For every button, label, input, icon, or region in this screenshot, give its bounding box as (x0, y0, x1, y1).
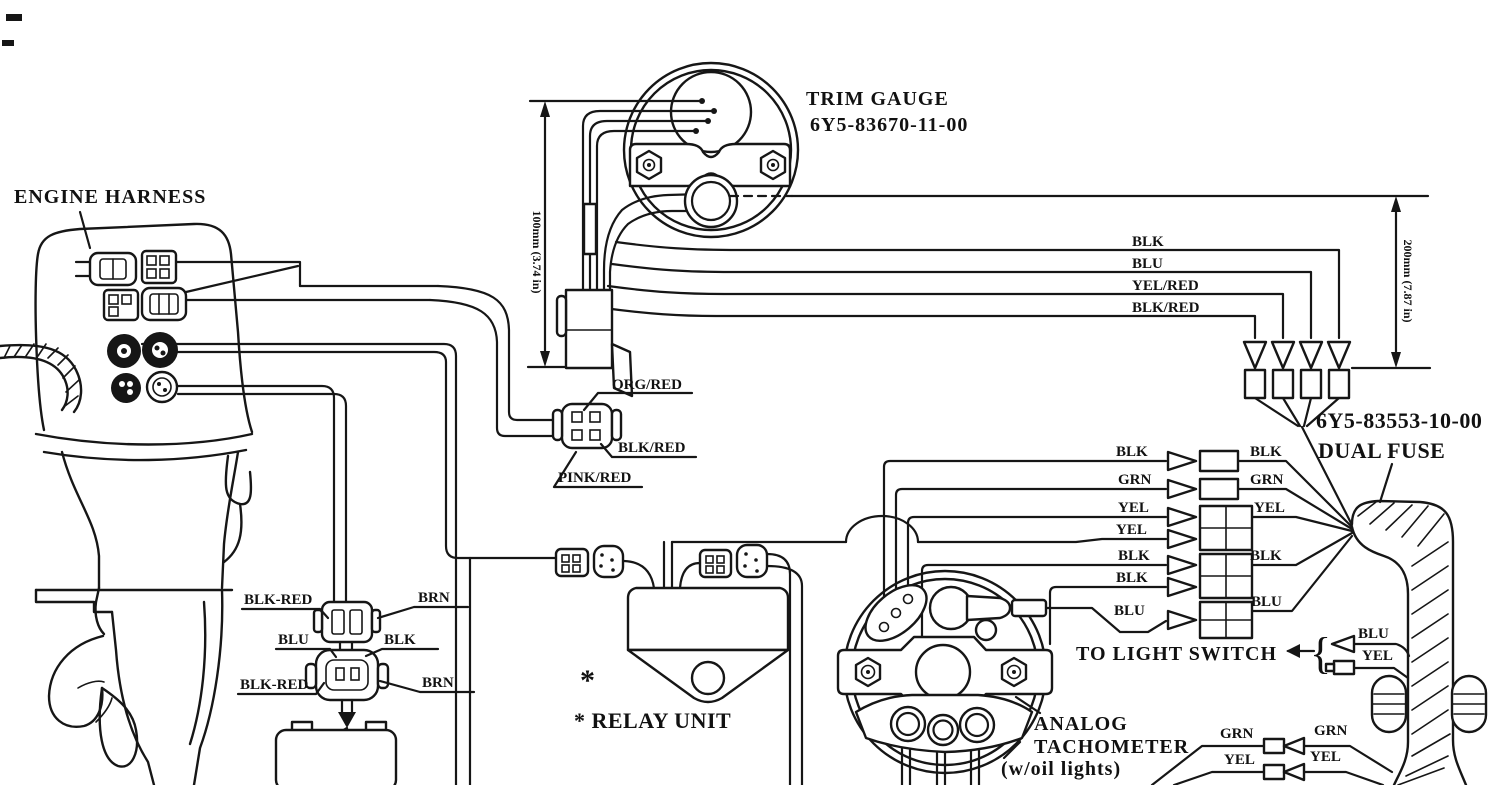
sender-blk: BLK (384, 632, 416, 648)
sender-blk-red-2: BLK-RED (240, 677, 309, 693)
trim-gauge-part-number: 6Y5-83670-11-00 (810, 114, 968, 136)
wire-label-org-red: ORG/RED (612, 377, 682, 393)
bottom-right-connectors (1262, 736, 1306, 782)
sender-blk-red-1: BLK-RED (244, 592, 313, 608)
battery-cable-tube (1350, 499, 1488, 785)
engine-harness-leader (78, 210, 92, 250)
relay-connector-c (698, 548, 733, 579)
bullet-connectors (1242, 340, 1352, 400)
dimension-200mm-label: 200mm (7.87 in) (1401, 240, 1415, 323)
wire-label-blk: BLK (1132, 234, 1164, 250)
trim-gauge-label: TRIM GAUGE (806, 88, 949, 110)
relay-connector-d (735, 543, 769, 579)
dual-fuse-leader (1378, 462, 1394, 504)
bottom-yel-right: YEL (1310, 749, 1341, 765)
inline-connector-sleeve (582, 202, 598, 256)
outboard-motor-outline (34, 222, 254, 785)
trim-gauge (622, 61, 800, 239)
light-switch-callout (1286, 634, 1356, 676)
wire-label-blu: BLU (1132, 256, 1163, 272)
relay-connector-b (592, 544, 625, 579)
relay-connector-a (554, 547, 590, 578)
analog-tachometer (836, 569, 1054, 775)
fuse-right-grn: GRN (1250, 472, 1284, 488)
bottom-grn-left: GRN (1220, 726, 1254, 742)
fuse-right-blk2: BLK (1250, 548, 1282, 564)
sender-brn-1: BRN (418, 590, 450, 606)
wire-label-pink-red: PINK/RED (558, 470, 632, 486)
dual-fuse-part-number: 6Y5-83553-10-00 (1316, 408, 1482, 433)
wiring-runs (140, 98, 1411, 785)
relay-unit (554, 543, 790, 704)
bottom-yel-left: YEL (1224, 752, 1255, 768)
fuse-left-yel2: YEL (1116, 522, 1147, 538)
light-switch-terminal-yel (1332, 659, 1356, 676)
sender-blu: BLU (278, 632, 309, 648)
engine-harness-label: ENGINE HARNESS (14, 186, 206, 208)
fuse-left-blk: BLK (1116, 444, 1148, 460)
tachometer-label-line2: TACHOMETER (1034, 736, 1189, 758)
relay-unit-label: * RELAY UNIT (574, 708, 731, 733)
wire-label-blk-red: BLK/RED (1132, 300, 1200, 316)
fuse-left-blk3: BLK (1116, 570, 1148, 586)
fuse-left-grn: GRN (1118, 472, 1152, 488)
fuse-right-blu: BLU (1251, 594, 1282, 610)
harness-hatched-cable (0, 343, 83, 414)
fuse-left-yel1: YEL (1118, 500, 1149, 516)
dual-fuse-label: DUAL FUSE (1318, 438, 1445, 463)
fuse-left-blu: BLU (1114, 603, 1145, 619)
light-switch-blu: BLU (1358, 626, 1389, 642)
to-light-switch-label: TO LIGHT SWITCH (1076, 643, 1277, 665)
light-switch-bullet-blu (1330, 634, 1356, 654)
trim-harness-coupler (555, 288, 634, 398)
trim-sender-connector (551, 391, 698, 489)
relay-asterisk: * (580, 664, 595, 697)
wire-label-blk-red-2: BLK/RED (618, 440, 686, 456)
fuse-right-blk: BLK (1250, 444, 1282, 460)
light-switch-brace: { (1310, 629, 1331, 678)
fuse-right-yel: YEL (1254, 500, 1285, 516)
bottom-grn-right: GRN (1314, 723, 1348, 739)
fuse-left-blk2: BLK (1118, 548, 1150, 564)
dimension-100mm-label: 100mm (3.74 in) (530, 211, 544, 294)
sender-brn-2: BRN (422, 675, 454, 691)
tachometer-label-line1: ANALOG (1034, 713, 1128, 735)
sender-connector-stack (236, 600, 476, 785)
wire-label-yel-red: YEL/RED (1132, 278, 1199, 294)
tachometer-label-line3: (w/oil lights) (1001, 758, 1121, 780)
fuse-connector-column (1166, 449, 1254, 640)
engine-harness-connectors (74, 249, 188, 404)
scan-specks (2, 14, 22, 46)
light-switch-yel: YEL (1362, 648, 1393, 664)
dimension-200mm (728, 194, 1432, 370)
diagram-labels: ENGINE HARNESS TRIM GAUGE 6Y5-83670-11-0… (14, 88, 1482, 780)
